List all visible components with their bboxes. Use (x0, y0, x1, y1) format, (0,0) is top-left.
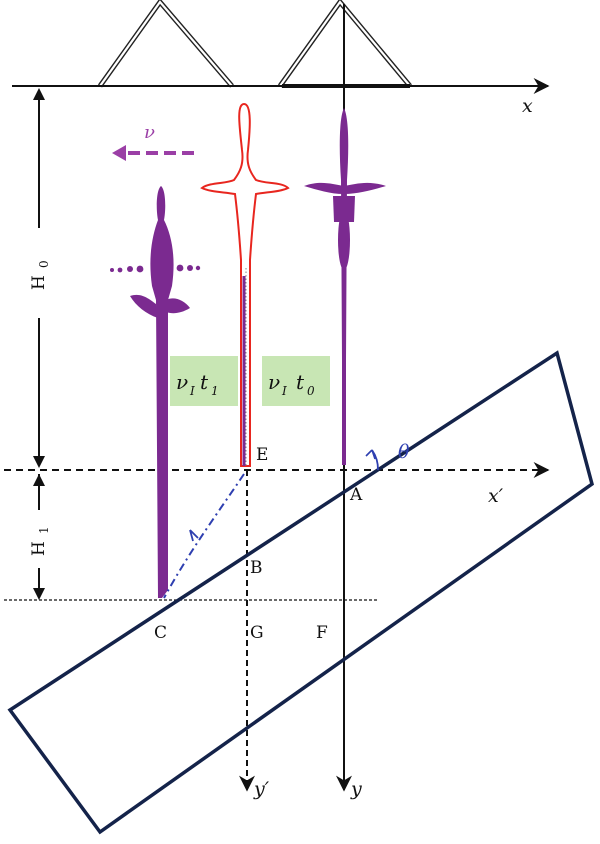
label-box-v1t0: ν I t 0 (262, 356, 330, 406)
y-axis-label: y (350, 778, 362, 800)
h0-subscript: 0 (37, 260, 51, 268)
point-label-g: G (250, 623, 264, 643)
h0-dimension: H 0 (29, 88, 51, 468)
svg-text:0: 0 (307, 384, 315, 398)
jet-right (304, 108, 386, 465)
velocity-label: ν (144, 122, 155, 143)
svg-text:I: I (189, 384, 195, 398)
h0-label: H (29, 275, 49, 290)
y-prime-axis-label: y′ (253, 778, 270, 800)
point-label-c: C (154, 623, 167, 643)
shaped-charge-liners (97, 0, 412, 88)
svg-text:t: t (296, 370, 305, 394)
point-label-e: E (256, 445, 268, 465)
liner-cone-left (97, 0, 234, 88)
h1-subscript: 1 (37, 526, 51, 534)
point-label-b: B (250, 558, 263, 578)
label-box-v1t1: ν I t 1 (170, 356, 238, 406)
svg-text:ν: ν (268, 370, 280, 394)
point-label-f: F (316, 623, 328, 643)
point-label-a: A (349, 485, 363, 505)
arrow-dashdot-curve-icon (163, 473, 245, 599)
x-prime-axis-label: x′ (488, 485, 504, 507)
svg-text:t: t (200, 370, 209, 394)
svg-text:I: I (281, 384, 287, 398)
arrow-left-dashed-icon (112, 145, 200, 161)
h1-dimension: H 1 (29, 474, 51, 600)
inclined-target-plate (7, 350, 595, 835)
svg-text:ν: ν (176, 370, 188, 394)
svg-text:1: 1 (211, 384, 219, 398)
h1-label: H (29, 541, 49, 556)
x-axis-label: x (522, 95, 533, 117)
theta-label: θ (398, 441, 410, 463)
jet-left (110, 186, 201, 598)
jet-middle-outline (200, 102, 290, 467)
